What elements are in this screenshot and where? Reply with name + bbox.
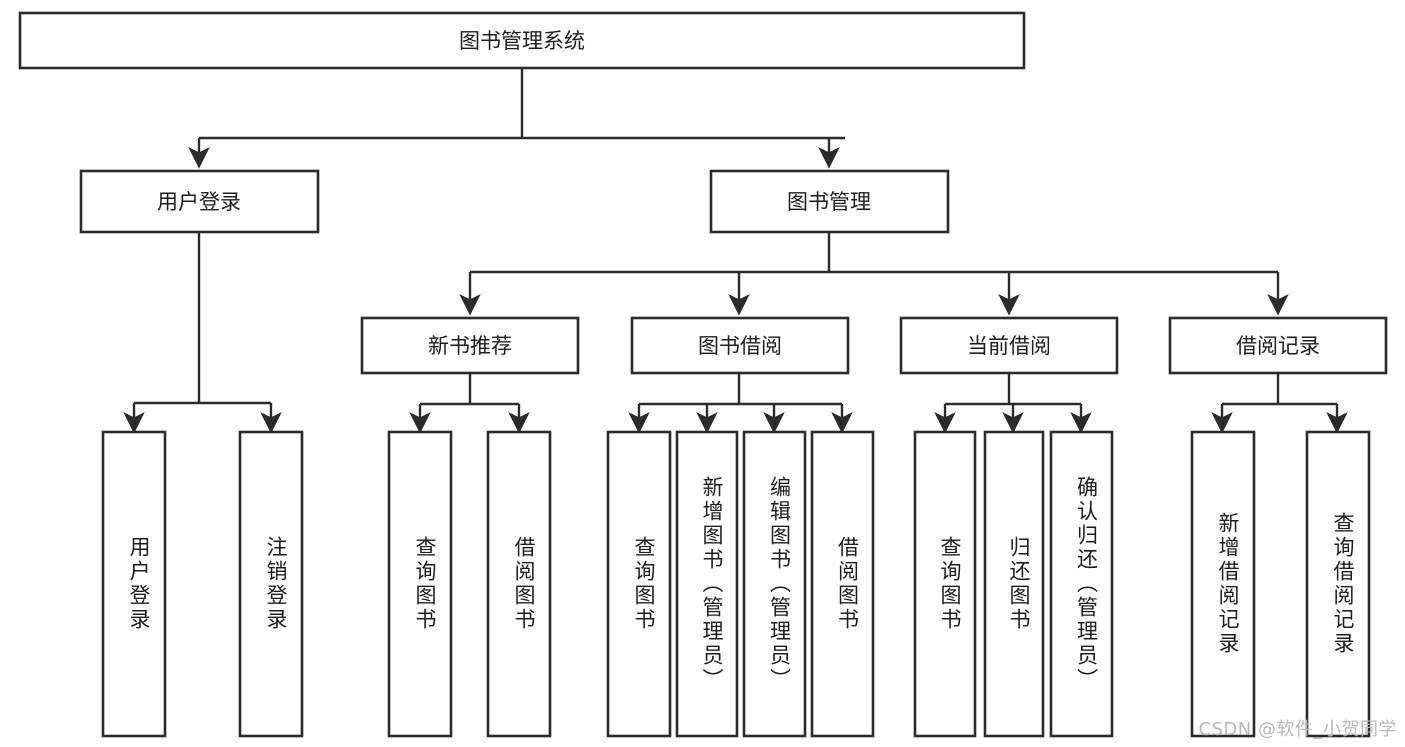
leaf-book-borrow-lend[interactable] — [810, 430, 875, 738]
leaf-current-borrow-return[interactable] — [983, 430, 1045, 738]
node-borrow-records[interactable]: 借阅记录 — [1168, 316, 1388, 375]
connector-new-book-to-leaves — [409, 373, 530, 434]
connector-book-borrow-to-leaves — [628, 373, 853, 434]
leaf-user-login-signout[interactable] — [238, 430, 304, 738]
leaf-borrow-record-query[interactable] — [1305, 430, 1371, 738]
connector-current-borrow-to-leaves — [934, 373, 1092, 434]
leaf-book-borrow-add[interactable] — [675, 430, 739, 738]
node-book-management-label: 图书管理 — [787, 190, 871, 214]
node-borrow-records-label: 借阅记录 — [1236, 334, 1320, 358]
node-user-login-label: 用户登录 — [157, 190, 241, 214]
leaf-borrow-record-add[interactable] — [1190, 430, 1256, 738]
node-root-label: 图书管理系统 — [459, 29, 585, 53]
node-book-management[interactable]: 图书管理 — [709, 169, 950, 234]
node-current-borrow-label: 当前借阅 — [967, 334, 1051, 358]
node-root[interactable]: 图书管理系统 — [18, 11, 1026, 70]
leaf-book-borrow-query[interactable] — [606, 430, 672, 738]
connector-borrow-records-to-leaves — [1211, 373, 1348, 434]
node-new-book-recommend-label: 新书推荐 — [428, 334, 512, 358]
leaf-current-borrow-confirm[interactable] — [1049, 430, 1114, 738]
leaf-new-book-borrow[interactable] — [486, 430, 552, 738]
node-new-book-recommend[interactable]: 新书推荐 — [360, 316, 580, 375]
connector-root-to-level2 — [188, 68, 845, 169]
node-current-borrow[interactable]: 当前借阅 — [899, 316, 1119, 375]
node-book-borrow-label: 图书借阅 — [698, 334, 782, 358]
node-user-login[interactable]: 用户登录 — [79, 169, 320, 234]
leaf-user-login-signin[interactable] — [101, 430, 167, 738]
leaf-new-book-query[interactable] — [387, 430, 453, 738]
connector-book-manage-to-level3 — [459, 232, 1289, 316]
leaf-book-borrow-edit[interactable] — [742, 430, 807, 738]
connector-user-login-to-leaves — [123, 232, 282, 434]
leaf-current-borrow-query[interactable] — [913, 430, 977, 738]
csdn-watermark: CSDN @软件_小贺同学 — [1198, 719, 1397, 740]
node-book-borrow[interactable]: 图书借阅 — [630, 316, 850, 375]
